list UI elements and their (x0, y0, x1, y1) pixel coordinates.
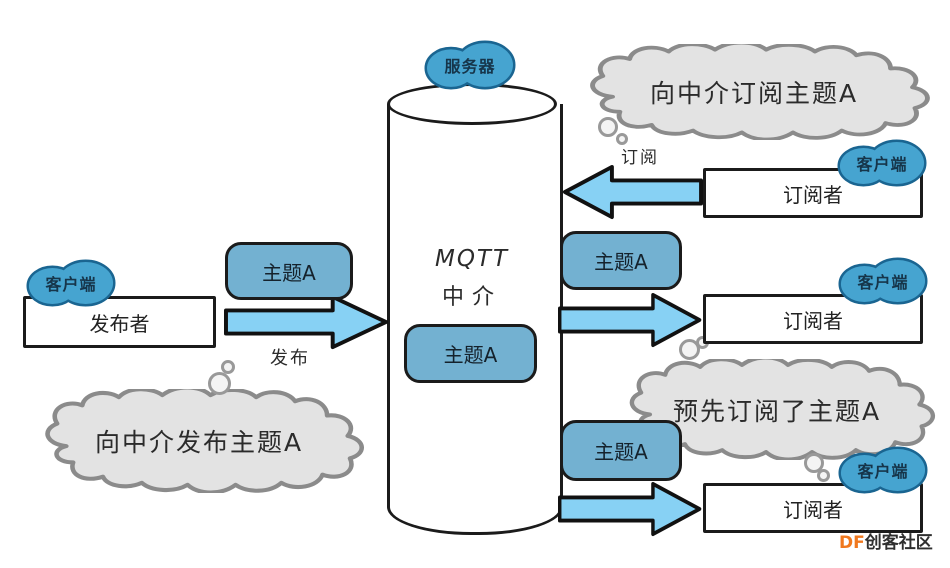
thought-bubble-icon (804, 453, 824, 473)
subscribe-thought-cloud: 向中介订阅主题A (576, 44, 932, 140)
watermark: DF创客社区 (839, 528, 933, 553)
server-badge-label: 服务器 (444, 57, 496, 76)
subscriber-mid-client-badge: 客户端 (838, 257, 928, 305)
publish-action-label: 发布 (270, 348, 310, 369)
publisher-thought-label: 向中介发布主题A (94, 428, 304, 457)
subscribe-thought-label: 向中介订阅主题A (649, 79, 859, 108)
broker-name-line2: 中介 (441, 285, 502, 310)
presubscribed-thought-cloud: 预先订阅了主题A (617, 359, 937, 460)
thought-bubble-icon (679, 339, 700, 360)
publisher-client-badge-label: 客户端 (45, 275, 97, 294)
subscriber-mid-label: 订阅者 (783, 308, 843, 333)
subscriber-bottom-client-badge: 客户端 (838, 446, 928, 494)
watermark-suffix: 创客社区 (864, 533, 933, 553)
subscriber-top-box: 订阅者 (703, 168, 923, 218)
publisher-topic-box: 主题A (225, 242, 353, 300)
thought-bubble-icon (598, 117, 618, 137)
subscriber-bottom-client-badge-label: 客户端 (857, 462, 909, 481)
bottom-topic-label: 主题A (594, 440, 648, 464)
subscriber-top-label: 订阅者 (783, 182, 843, 207)
deliver-arrow-bottom-icon (558, 481, 703, 537)
broker-topic-box: 主题A (404, 324, 537, 383)
thought-bubble-icon (817, 469, 830, 482)
publisher-topic-label: 主题A (262, 260, 316, 285)
subscriber-top-client-badge-label: 客户端 (856, 155, 908, 174)
watermark-prefix: DF (839, 533, 865, 553)
thought-bubble-icon (208, 372, 231, 395)
publisher-thought-cloud: 向中介发布主题A (32, 389, 366, 493)
broker-cylinder-body (387, 104, 563, 535)
deliver-arrow-mid-icon (558, 292, 703, 348)
publisher-client-badge: 客户端 (26, 259, 116, 307)
server-badge: 服务器 (424, 40, 516, 90)
broker-topic-label: 主题A (443, 343, 498, 367)
presubscribed-thought-label: 预先订阅了主题A (672, 396, 882, 426)
bottom-topic-box: 主题A (560, 420, 682, 481)
thought-bubble-icon (221, 360, 235, 374)
subscribe-action-label: 订阅 (621, 148, 659, 168)
broker-name: MQTT 中介 (398, 246, 546, 311)
thought-bubble-icon (616, 133, 628, 145)
broker-name-line1: MQTT (434, 246, 510, 272)
publisher-label: 发布者 (89, 311, 150, 336)
mid-topic-label: 主题A (594, 250, 648, 274)
subscribe-arrow-icon (561, 164, 703, 220)
subscriber-top-client-badge: 客户端 (837, 139, 927, 187)
subscriber-mid-client-badge-label: 客户端 (857, 273, 909, 292)
subscriber-bottom-label: 订阅者 (783, 497, 843, 522)
publish-arrow-icon (224, 294, 390, 350)
mid-topic-box: 主题A (560, 231, 682, 290)
